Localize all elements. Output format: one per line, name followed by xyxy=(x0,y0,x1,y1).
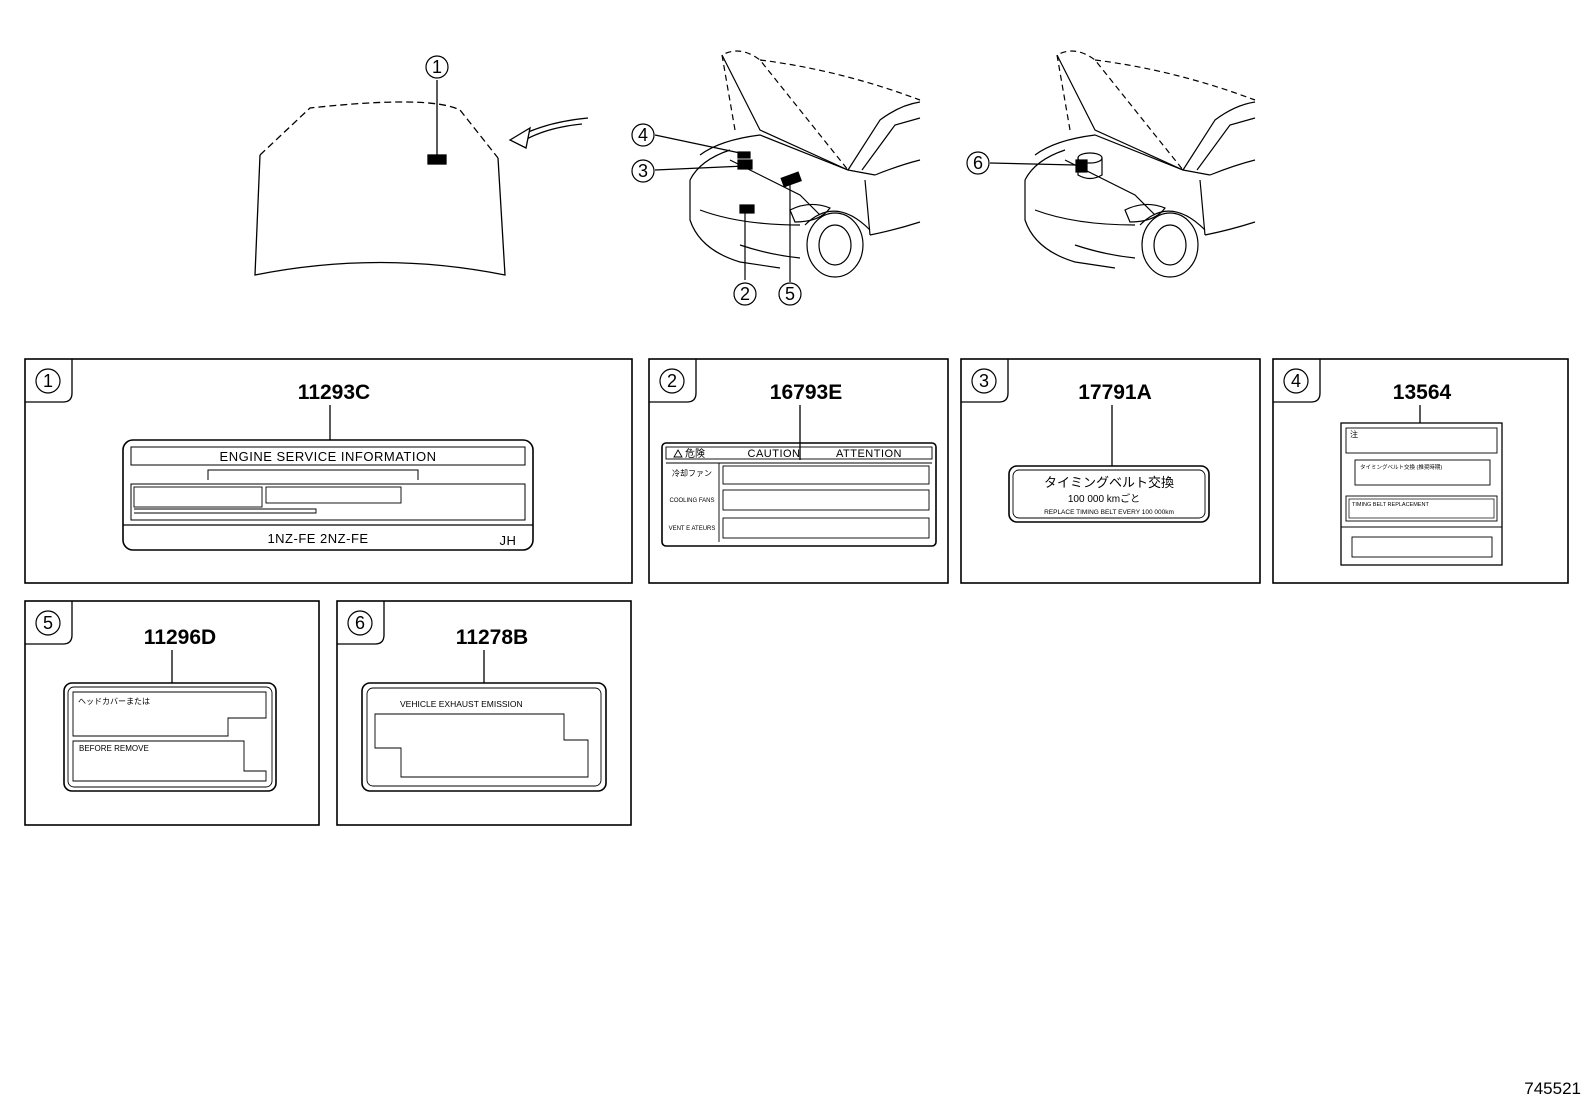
car1-label-2 xyxy=(739,204,755,214)
svg-text:3: 3 xyxy=(638,161,648,181)
panel-2-part-number: 16793E xyxy=(770,381,842,404)
svg-text:危険: 危険 xyxy=(685,448,705,460)
panel-6-marker: 6 xyxy=(355,613,365,633)
svg-text:注: 注 xyxy=(1350,429,1358,439)
svg-text:ATTENTION: ATTENTION xyxy=(836,448,902,460)
svg-text:冷却ファン: 冷却ファン xyxy=(672,468,712,478)
svg-text:4: 4 xyxy=(638,125,648,145)
car1-label-5 xyxy=(780,171,802,188)
svg-text:100 000 kmごと: 100 000 kmごと xyxy=(1068,492,1140,505)
callout-5: 5 xyxy=(778,282,802,306)
svg-text:VENT E ATEURS: VENT E ATEURS xyxy=(669,526,716,532)
hood-label-marker xyxy=(427,154,447,165)
svg-text:6: 6 xyxy=(973,153,983,173)
panel-6-part-number: 11278B xyxy=(456,626,528,649)
svg-text:REPLACE TIMING BELT EVERY 100: REPLACE TIMING BELT EVERY 100 000km xyxy=(1044,509,1174,516)
label-11278b xyxy=(361,682,607,792)
panel-3-marker: 3 xyxy=(979,371,989,391)
arrow-to-hood xyxy=(508,117,589,149)
panel-1: 1 11293C ENGINE SERVICE INFORMATION 1NZ-… xyxy=(24,358,633,584)
car-illustration-2 xyxy=(989,50,1256,278)
callout-4: 4 xyxy=(631,123,655,147)
callout-6: 6 xyxy=(966,151,990,175)
panel-3: 3 17791A タイミングベルト交換 100 000 kmごと REPLACE… xyxy=(960,358,1261,584)
svg-text:TIMING BELT REPLACEMENT: TIMING BELT REPLACEMENT xyxy=(1352,502,1429,508)
car2-label-6 xyxy=(1075,159,1088,173)
car1-label-3 xyxy=(737,159,753,170)
label-13564 xyxy=(1340,422,1503,566)
panel-1-marker: 1 xyxy=(43,371,53,391)
svg-text:BEFORE REMOVE: BEFORE REMOVE xyxy=(79,744,149,753)
label-11293c xyxy=(122,439,534,551)
panel-1-part-number: 11293C xyxy=(298,381,370,404)
panel-2: 2 16793E 危険 CAUTION ATTENTION 冷却ファン COOL… xyxy=(648,358,949,584)
label-16793e xyxy=(661,442,937,547)
panel-2-marker: 2 xyxy=(667,371,677,391)
hood-illustration xyxy=(254,80,506,276)
svg-text:JH: JH xyxy=(500,533,517,548)
svg-text:ヘッドカバーまたは: ヘッドカバーまたは xyxy=(78,697,150,706)
svg-text:タイミングベルト交換 (推奨時期): タイミングベルト交換 (推奨時期) xyxy=(1360,463,1442,471)
label-11296d xyxy=(63,682,277,792)
svg-text:1NZ-FE 2NZ-FE: 1NZ-FE 2NZ-FE xyxy=(267,531,368,546)
callout-3: 3 xyxy=(631,159,655,183)
panel-4: 4 13564 注 タイミングベルト交換 (推奨時期) TIMING BELT … xyxy=(1272,358,1569,584)
panel-5: 5 11296D ヘッドカバーまたは BEFORE REMOVE xyxy=(24,600,320,826)
svg-text:COOLING FANS: COOLING FANS xyxy=(669,498,714,504)
svg-text:VEHICLE EXHAUST EMISSION: VEHICLE EXHAUST EMISSION xyxy=(400,699,523,709)
panel-5-part-number: 11296D xyxy=(144,626,216,649)
panel-4-part-number: 13564 xyxy=(1393,381,1452,404)
panel-5-marker: 5 xyxy=(43,613,53,633)
panel-4-marker: 4 xyxy=(1291,371,1301,391)
svg-text:ENGINE SERVICE INFORMATION: ENGINE SERVICE INFORMATION xyxy=(220,449,437,464)
svg-text:2: 2 xyxy=(740,284,750,304)
callout-2: 2 xyxy=(733,282,757,306)
car1-label-4 xyxy=(737,151,751,159)
svg-text:5: 5 xyxy=(785,284,795,304)
svg-text:1: 1 xyxy=(432,57,442,77)
figure-id: 745521 xyxy=(1524,1079,1581,1098)
panel-6: 6 11278B VEHICLE EXHAUST EMISSION xyxy=(336,600,632,826)
panel-3-part-number: 17791A xyxy=(1078,381,1152,404)
svg-text:タイミングベルト交換: タイミングベルト交換 xyxy=(1044,475,1174,490)
label-17791a xyxy=(1008,465,1210,523)
car-illustration-1 xyxy=(654,50,921,282)
svg-text:CAUTION: CAUTION xyxy=(748,448,801,460)
callout-1: 1 xyxy=(425,55,449,79)
